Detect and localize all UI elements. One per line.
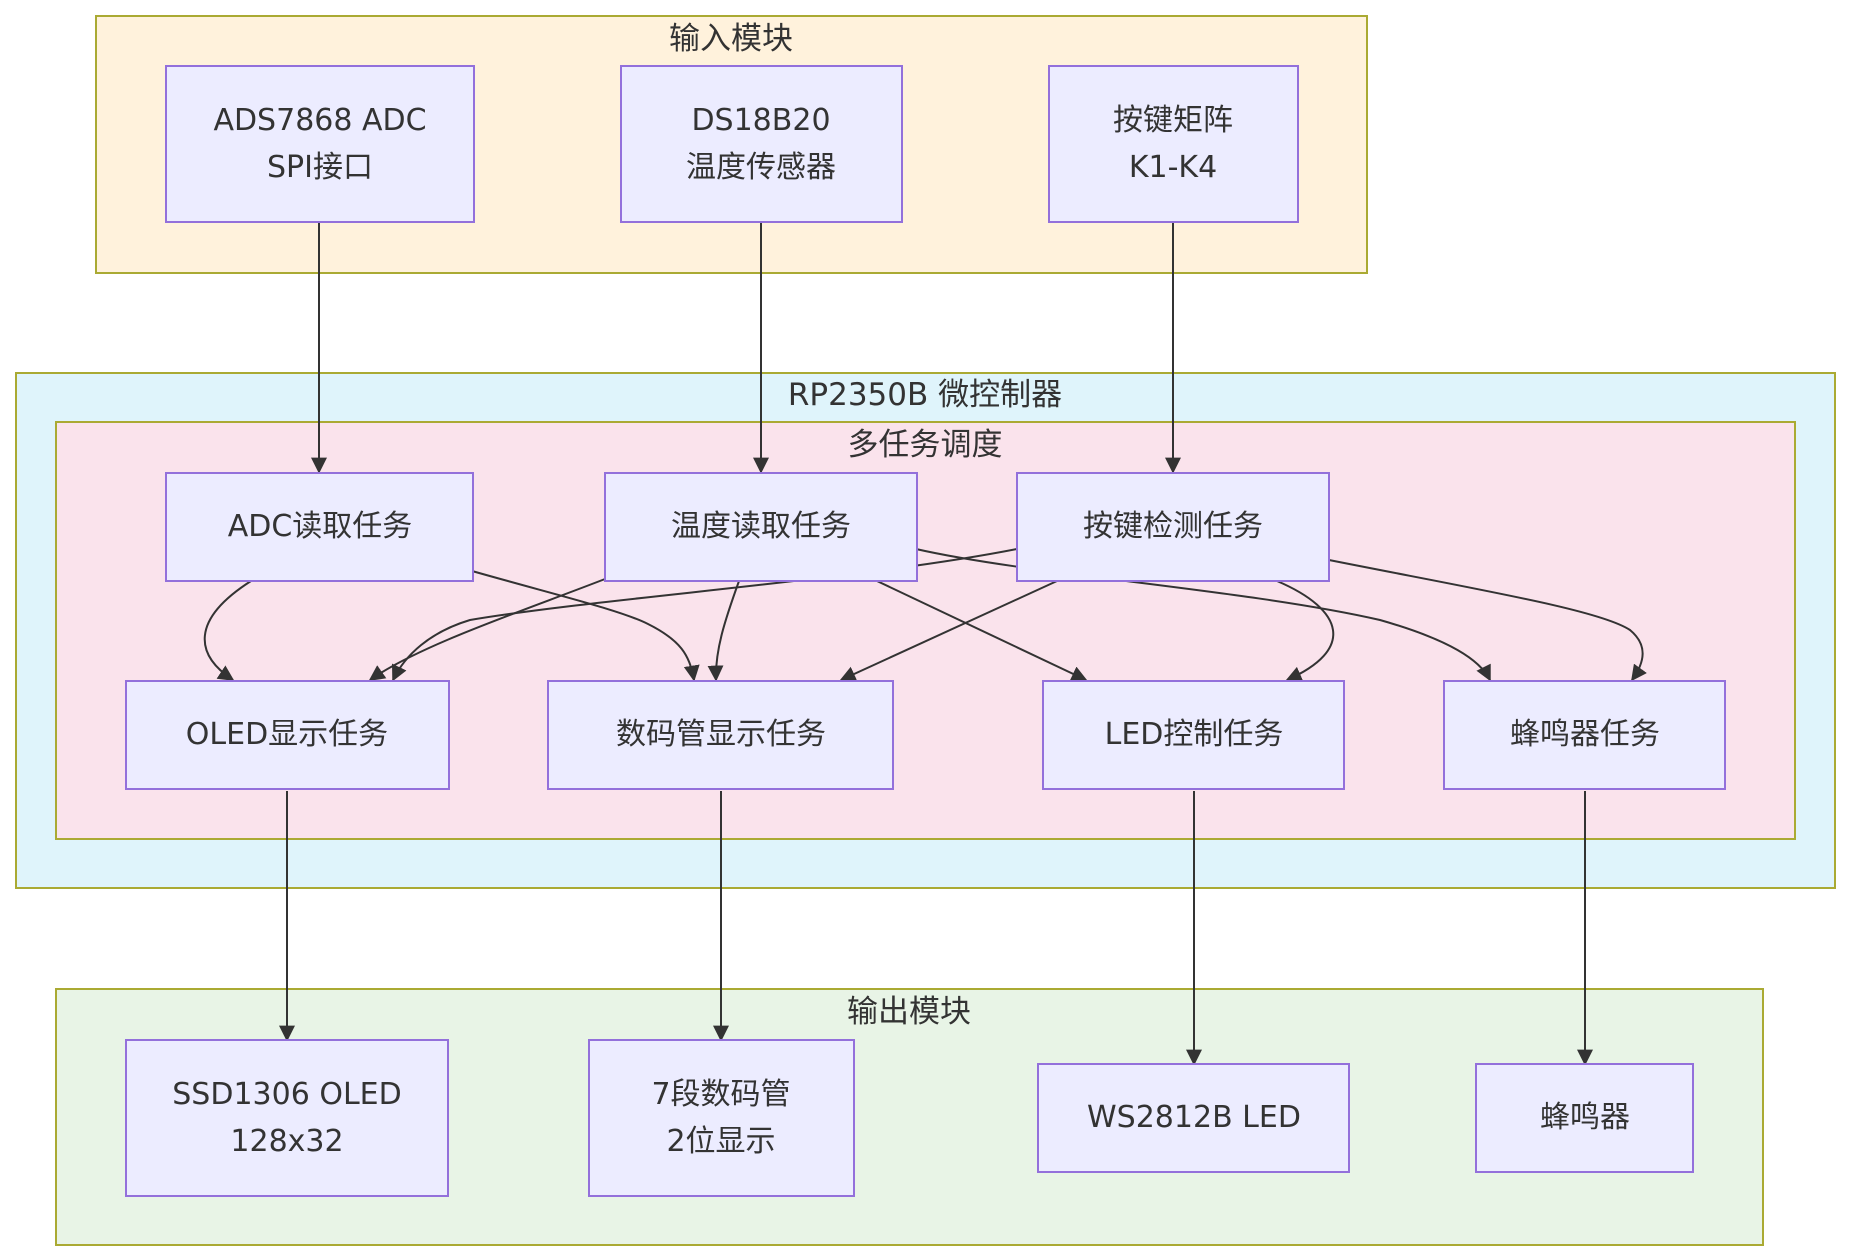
node-oled: SSD1306 OLED 128x32 bbox=[125, 1039, 449, 1197]
node-keys-line-2: K1-K4 bbox=[1129, 150, 1217, 185]
node-buzz-task: 蜂鸣器任务 bbox=[1443, 680, 1726, 790]
edge-key-task-to-seg-task bbox=[839, 580, 1058, 682]
node-buzz-task-label: 蜂鸣器任务 bbox=[1510, 717, 1660, 752]
node-ds18b20: DS18B20 温度传感器 bbox=[620, 65, 903, 223]
edge-adc-task-to-oled-task bbox=[203, 580, 252, 681]
node-oled-line-1: SSD1306 OLED bbox=[172, 1077, 401, 1112]
node-adc: ADS7868 ADC SPI接口 bbox=[165, 65, 475, 223]
edge-key-task-to-buzz-task bbox=[1328, 559, 1647, 682]
node-seg-line-1: 7段数码管 bbox=[651, 1077, 790, 1112]
node-key-task-label: 按键检测任务 bbox=[1083, 509, 1263, 544]
node-ds18b20-line-1: DS18B20 bbox=[691, 103, 830, 138]
node-ws2812: WS2812B LED bbox=[1037, 1063, 1350, 1173]
node-buzzer-label: 蜂鸣器 bbox=[1540, 1100, 1630, 1135]
edge-temp-task-to-buzz-task bbox=[915, 548, 1491, 682]
node-oled-task: OLED显示任务 bbox=[125, 680, 450, 790]
node-led-task: LED控制任务 bbox=[1042, 680, 1345, 790]
node-ws2812-label: WS2812B LED bbox=[1087, 1100, 1301, 1135]
node-key-task: 按键检测任务 bbox=[1016, 472, 1330, 582]
node-seg-task-label: 数码管显示任务 bbox=[616, 717, 826, 752]
edge-temp-task-to-led-task bbox=[876, 580, 1088, 682]
node-ds18b20-line-2: 温度传感器 bbox=[686, 150, 836, 185]
group-scheduler-title: 多任务调度 bbox=[848, 427, 1003, 463]
node-seg-line-2: 2位显示 bbox=[666, 1124, 775, 1159]
node-adc-line-1: ADS7868 ADC bbox=[213, 103, 426, 138]
node-buzzer: 蜂鸣器 bbox=[1475, 1063, 1694, 1173]
node-adc-task-label: ADC读取任务 bbox=[228, 509, 413, 544]
node-temp-task: 温度读取任务 bbox=[604, 472, 918, 582]
edge-temp-task-to-seg-task bbox=[707, 580, 740, 682]
node-oled-task-label: OLED显示任务 bbox=[186, 717, 388, 752]
edge-key-task-to-led-task bbox=[1276, 580, 1335, 682]
group-input-title: 输入模块 bbox=[669, 21, 793, 57]
edge-adc-task-to-seg-task bbox=[471, 570, 700, 682]
node-led-task-label: LED控制任务 bbox=[1105, 717, 1284, 752]
node-adc-task: ADC读取任务 bbox=[165, 472, 474, 582]
edge-temp-task-to-oled-task bbox=[368, 578, 606, 681]
node-seg: 7段数码管 2位显示 bbox=[588, 1039, 855, 1197]
node-seg-task: 数码管显示任务 bbox=[547, 680, 894, 790]
node-keys: 按键矩阵 K1-K4 bbox=[1048, 65, 1299, 223]
node-temp-task-label: 温度读取任务 bbox=[671, 509, 851, 544]
node-oled-line-2: 128x32 bbox=[230, 1124, 343, 1159]
node-keys-line-1: 按键矩阵 bbox=[1113, 103, 1233, 138]
group-output-title: 输出模块 bbox=[847, 994, 971, 1030]
node-adc-line-2: SPI接口 bbox=[267, 150, 373, 185]
edges bbox=[203, 222, 1647, 1066]
group-mcu-title: RP2350B 微控制器 bbox=[788, 377, 1062, 413]
